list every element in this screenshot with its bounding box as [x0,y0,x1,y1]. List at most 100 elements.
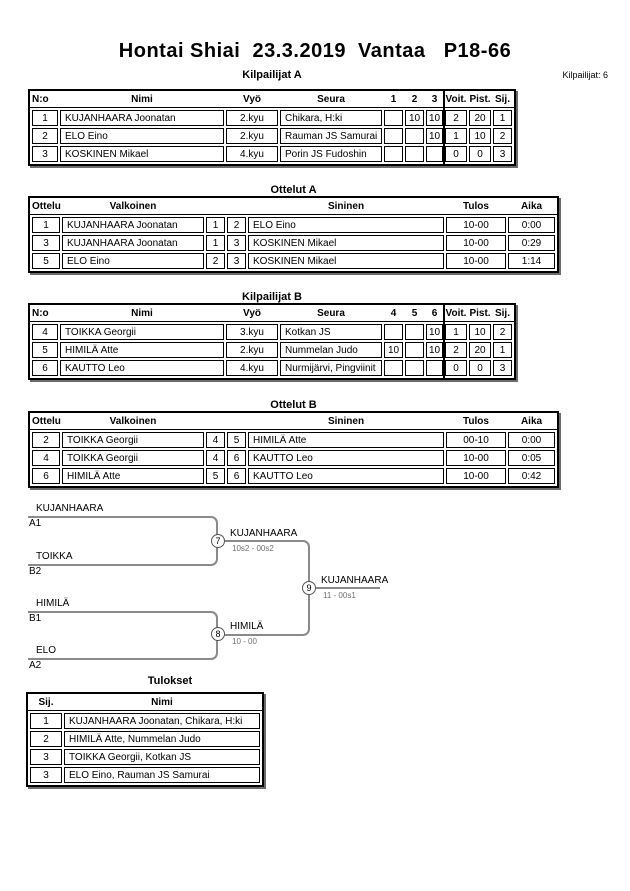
bracket-winner-line [316,587,380,589]
page-title: Hontai Shiai 23.3.2019 Vantaa P18-66 [118,40,512,62]
cell-score-2 [405,128,424,144]
cell-blue-name: KAUTTO Leo [248,450,444,466]
column-header-tulos: Tulos [463,415,489,427]
cell-vyo: 2.kyu [226,128,278,144]
cell-tulos: 10-00 [446,235,506,251]
cell-white-name: KUJANHAARA Joonatan [62,235,204,251]
cell-seura: Nummelan Judo [280,342,382,358]
table-header-row: N:o Nimi Vyö Seura 4 5 6 Voit. Pist. Sij… [30,305,514,322]
bracket-seed-label: B2 [29,566,42,577]
cell-score-4 [384,360,403,376]
cell-nimi: KUJANHAARA Joonatan, Chikara, H:ki [64,713,260,729]
column-header-aika: Aika [520,200,543,212]
cell-score-1 [384,128,403,144]
cell-sij: 3 [30,749,62,765]
pool-b-title: Kilpailijat B [242,291,302,303]
cell-voit: 0 [445,360,467,376]
cell-score-4: 10 [384,342,403,358]
cell-pist: 20 [469,110,491,126]
column-header-sininen: Sininen [327,200,365,212]
cell-sij: 1 [493,110,512,126]
cell-seura: Porin JS Fudoshin [280,146,382,162]
table-header-row: Sij. Nimi [28,694,262,711]
pool-a-title: Kilpailijat A [242,69,302,81]
cell-nimi: KAUTTO Leo [60,360,224,376]
cell-tulos: 10-00 [446,253,506,269]
results-table: Sij. Nimi 1 KUJANHAARA Joonatan, Chikara… [26,692,264,787]
table-row: 2 HIMILÄ Atte, Nummelan Judo [30,731,260,747]
cell-blue-number: 6 [227,450,246,466]
cell-blue-number: 6 [227,468,246,484]
cell-match-no: 1 [32,217,60,233]
table-body: 1 KUJANHAARA Joonatan 2.kyu Chikara, H:k… [30,108,514,164]
cell-blue-name: KOSKINEN Mikael [248,253,444,269]
cell-vyo: 3.kyu [226,324,278,340]
cell-white-number: 1 [206,217,225,233]
cell-sij: 2 [493,324,512,340]
cell-nimi: TOIKKA Georgii [60,324,224,340]
cell-score-6 [426,360,443,376]
cell-voit: 2 [445,110,467,126]
column-header-valkoinen: Valkoinen [109,200,157,212]
cell-aika: 0:05 [508,450,555,466]
table-body: 1 KUJANHAARA Joonatan 1 2 ELO Eino 10-00… [30,215,557,271]
bracket-winner-name: KUJANHAARA [321,575,389,586]
competitor-count: Kilpailijat: 6 [562,70,608,80]
cell-pist: 0 [469,146,491,162]
matches-a-title: Ottelut A [270,184,317,196]
cell-white-number: 1 [206,235,225,251]
pool-a-table: N:o Nimi Vyö Seura 1 2 3 Voit. Pist. Sij… [28,89,516,166]
cell-match-no: 2 [32,432,60,448]
cell-pist: 10 [469,128,491,144]
table-row: 1 KUJANHAARA Joonatan 1 2 ELO Eino 10-00… [32,217,555,233]
column-header-nimi: Nimi [131,93,153,105]
cell-blue-number: 3 [227,253,246,269]
cell-score-2 [405,146,424,162]
cell-score-3: 10 [426,110,443,126]
table-header-row: N:o Nimi Vyö Seura 1 2 3 Voit. Pist. Sij… [30,91,514,108]
cell-white-name: HIMILÄ Atte [62,468,204,484]
column-header-aika: Aika [520,415,543,427]
cell-sij: 3 [493,146,512,162]
bracket-score: 11 - 00s1 [323,591,356,600]
cell-vyo: 2.kyu [226,342,278,358]
cell-blue-name: KAUTTO Leo [248,468,444,484]
cell-nimi: TOIKKA Georgii, Kotkan JS [64,749,260,765]
column-header-no: N:o [32,307,49,319]
column-header-pist: Pist. [469,93,491,105]
cell-sij: 2 [30,731,62,747]
table-row: 5 HIMILÄ Atte 2.kyu Nummelan Judo 10 10 … [32,342,512,358]
cell-no: 6 [32,360,58,376]
cell-aika: 0:29 [508,235,555,251]
cell-aika: 0:42 [508,468,555,484]
cell-match-no: 6 [32,468,60,484]
table-row: 3 KUJANHAARA Joonatan 1 3 KOSKINEN Mikae… [32,235,555,251]
cell-score-3: 10 [426,128,443,144]
bracket-slot-name: HIMILÄ [36,598,70,609]
cell-score-6: 10 [426,342,443,358]
column-header-5: 5 [411,307,418,319]
cell-pist: 20 [469,342,491,358]
column-header-sij: Sij. [494,307,510,319]
cell-no: 4 [32,324,58,340]
cell-voit: 0 [445,146,467,162]
table-header-row: Ottelu Valkoinen Sininen Tulos Aika [30,413,557,430]
matches-a-table: Ottelu Valkoinen Sininen Tulos Aika 1 KU… [28,196,559,273]
cell-white-number: 4 [206,432,225,448]
cell-voit: 1 [445,128,467,144]
cell-blue-name: KOSKINEN Mikael [248,235,444,251]
cell-no: 5 [32,342,58,358]
bracket-seed-label: B1 [29,613,42,624]
cell-tulos: 10-00 [446,217,506,233]
cell-seura: Chikara, H:ki [280,110,382,126]
cell-white-number: 2 [206,253,225,269]
column-header-ottelu: Ottelu [32,415,61,427]
cell-score-5 [405,342,424,358]
column-header-sininen: Sininen [327,415,365,427]
cell-aika: 0:00 [508,432,555,448]
cell-no: 3 [32,146,58,162]
bracket-slot-name: ELO [36,645,57,656]
cell-sij: 1 [493,342,512,358]
cell-white-name: ELO Eino [62,253,204,269]
table-body: 1 KUJANHAARA Joonatan, Chikara, H:ki 2 H… [28,711,262,785]
